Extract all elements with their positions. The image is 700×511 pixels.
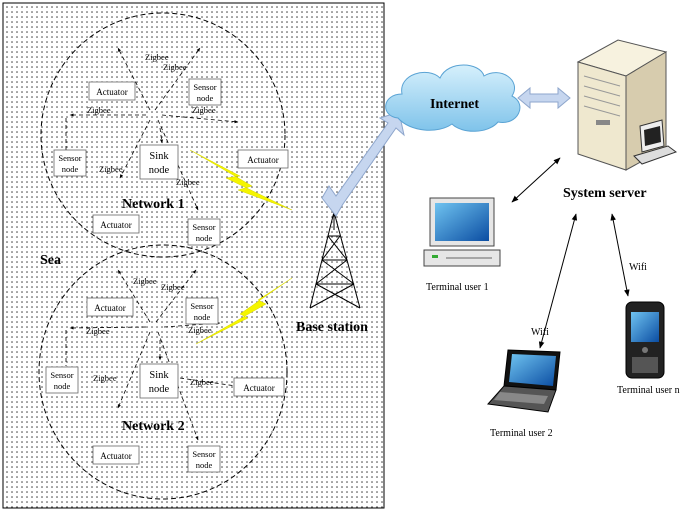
sensor-node: Sensor node bbox=[187, 445, 221, 473]
zigbee-label: Zigbee bbox=[86, 326, 110, 336]
svg-text:node: node bbox=[149, 384, 170, 395]
cloud-icon: Internet bbox=[385, 64, 521, 132]
svg-text:Actuator: Actuator bbox=[247, 155, 279, 165]
zigbee-label: Zigbee bbox=[163, 62, 187, 72]
wifi-label: Wifi bbox=[531, 327, 549, 338]
svg-text:Sensor: Sensor bbox=[192, 222, 215, 232]
terminal-user-n-label: Terminal user n bbox=[617, 385, 680, 396]
svg-text:node: node bbox=[196, 460, 213, 470]
sea-label: Sea bbox=[40, 253, 61, 268]
phone-icon bbox=[625, 301, 665, 379]
sensor-node: Sensor node bbox=[45, 366, 79, 394]
internet-label: Internet bbox=[430, 97, 479, 112]
terminal-user-2-label: Terminal user 2 bbox=[490, 428, 553, 439]
sensor-node: Sensor node bbox=[53, 149, 87, 177]
sensor-node: Sensor node bbox=[185, 297, 219, 325]
lightning-icon bbox=[195, 277, 293, 345]
sensor-node: Sensor node bbox=[187, 218, 221, 246]
actuator-node: Actuator bbox=[92, 445, 140, 465]
svg-text:Actuator: Actuator bbox=[243, 383, 275, 393]
zigbee-label: Zigbee bbox=[99, 164, 123, 174]
sink-node: Sink node bbox=[139, 144, 179, 180]
svg-text:Sink: Sink bbox=[149, 370, 169, 381]
network-1: Zigbee Zigbee Zigbee Zigbee Zigbee Zigbe… bbox=[40, 12, 289, 258]
zigbee-label: Zigbee bbox=[87, 105, 111, 115]
svg-text:node: node bbox=[194, 312, 211, 322]
zigbee-label: Zigbee bbox=[192, 105, 216, 115]
zigbee-label: Zigbee bbox=[133, 276, 157, 286]
actuator-node: Actuator bbox=[86, 297, 134, 317]
svg-text:node: node bbox=[197, 93, 214, 103]
lightning-icon bbox=[189, 149, 293, 211]
zigbee-label: Zigbee bbox=[93, 373, 117, 383]
actuator-node: Actuator bbox=[233, 377, 285, 397]
sensor-node: Sensor node bbox=[188, 78, 222, 106]
zigbee-label-group-1: Zigbee Zigbee Zigbee Zigbee Zigbee Zigbe… bbox=[87, 52, 216, 187]
svg-text:Actuator: Actuator bbox=[96, 87, 128, 97]
svg-text:node: node bbox=[149, 165, 170, 176]
network-title: Network 2 bbox=[122, 419, 185, 434]
zigbee-label: Zigbee bbox=[145, 52, 169, 62]
actuator-node: Actuator bbox=[237, 149, 289, 169]
svg-text:node: node bbox=[62, 164, 79, 174]
svg-text:node: node bbox=[54, 381, 71, 391]
svg-text:Actuator: Actuator bbox=[100, 220, 132, 230]
actuator-node: Actuator bbox=[88, 81, 136, 101]
desktop-icon bbox=[423, 197, 501, 267]
sink-node: Sink node bbox=[139, 363, 179, 399]
svg-text:Sink: Sink bbox=[149, 151, 169, 162]
laptop-icon bbox=[487, 349, 561, 413]
svg-text:node: node bbox=[196, 233, 213, 243]
svg-text:Sensor: Sensor bbox=[192, 449, 215, 459]
svg-text:Sensor: Sensor bbox=[58, 153, 81, 163]
svg-text:Actuator: Actuator bbox=[94, 303, 126, 313]
svg-text:Sensor: Sensor bbox=[50, 370, 73, 380]
terminal-user-1-label: Terminal user 1 bbox=[426, 282, 489, 293]
actuator-node: Actuator bbox=[92, 214, 140, 234]
internet-server-arrow bbox=[517, 86, 571, 110]
tower-icon bbox=[309, 197, 361, 309]
svg-text:Sensor: Sensor bbox=[193, 82, 216, 92]
network-title: Network 1 bbox=[122, 197, 185, 212]
server-label: System server bbox=[563, 186, 647, 201]
wifi-label: Wifi bbox=[629, 262, 647, 273]
base-station-label: Base station bbox=[296, 320, 368, 335]
zigbee-label: Zigbee bbox=[190, 377, 214, 387]
svg-text:Actuator: Actuator bbox=[100, 451, 132, 461]
zigbee-label: Zigbee bbox=[176, 177, 200, 187]
svg-text:Sensor: Sensor bbox=[190, 301, 213, 311]
network-2: Zigbee Zigbee Zigbee Zigbee Zigbee Zigbe… bbox=[38, 244, 288, 500]
server-terminal-links bbox=[511, 157, 630, 349]
zigbee-label-group-2: Zigbee Zigbee Zigbee Zigbee Zigbee Zigbe… bbox=[86, 276, 214, 387]
zigbee-label: Zigbee bbox=[188, 325, 212, 335]
zigbee-label: Zigbee bbox=[161, 282, 185, 292]
server-icon bbox=[576, 39, 678, 171]
